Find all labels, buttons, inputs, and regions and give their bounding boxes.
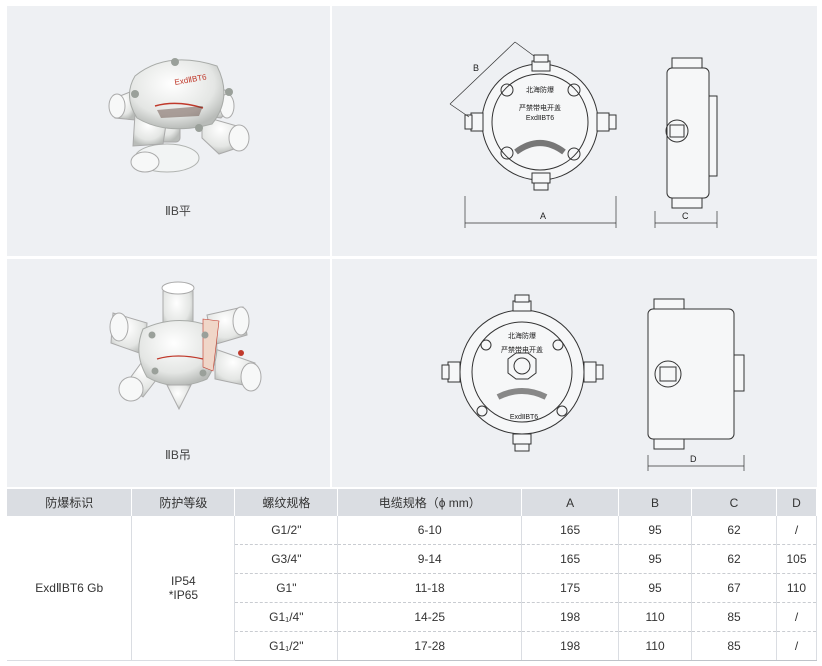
drawing-panel-hanging: 北海防爆 严禁带电开盖 ExdⅡBT6 D [332,259,817,487]
photo-panel-flat: ExdⅡBT6 ⅡB平 [7,6,330,256]
cable-cell: 11-18 [337,573,523,603]
thread-cell: G1/2" [234,516,339,545]
protection-level: IP54 [171,574,196,588]
product-label: ⅡB吊 [165,448,191,462]
thread-cell: G3/4" [234,544,339,574]
d-cell: / [776,516,818,545]
table-row: G1₁/2" 17-28 198 110 85 / [7,631,818,661]
header-thread: 螺纹规格 [234,489,339,516]
c-cell: 85 [691,602,777,632]
d-cell: / [776,602,818,632]
header-protection: 防护等级 [131,489,236,516]
drawing-label-top: 北海防爆 [508,331,536,340]
dimension-drawing-hanging: 北海防爆 严禁带电开盖 ExdⅡBT6 D [441,294,745,471]
a-cell: 198 [521,602,620,632]
header-cable: 电缆规格（ϕ mm） [337,489,523,516]
d-cell: / [776,631,818,661]
protection-level: *IP65 [168,588,199,602]
header-explosion-mark: 防爆标识 [7,489,133,516]
dim-b-label: B [473,63,479,73]
header-b: B [618,489,693,516]
thread-cell: G1₁/4" [234,602,339,632]
spec-table: 防爆标识 防护等级 螺纹规格 电缆规格（ϕ mm） A B C D ExdⅡBT… [7,489,818,661]
b-cell: 95 [618,516,693,545]
cable-cell: 6-10 [337,516,523,545]
drawing-label-middle: 严禁带电开盖 [501,345,543,354]
cable-cell: 9-14 [337,544,523,574]
junction-box-photo-hanging [109,281,262,411]
drawing-panel-flat: 北海防爆 严禁带电开盖 ExdⅡBT6 A B C [332,6,817,256]
header-c: C [691,489,777,516]
table-row: ExdⅡBT6 Gb IP54 *IP65 G1/2" 6-10 165 95 … [7,516,818,661]
drawing-label-middle: 严禁带电开盖 [519,103,561,112]
thread-cell: G1₁/2" [234,631,339,661]
protection-cell: IP54 *IP65 [131,516,236,661]
b-cell: 95 [618,573,693,603]
b-cell: 110 [618,602,693,632]
a-cell: 198 [521,631,620,661]
dim-c-label: C [682,211,689,221]
dim-a-label: A [540,211,546,221]
photo-panel-hanging: ⅡB吊 [7,259,330,487]
b-cell: 110 [618,631,693,661]
explosion-mark-cell: ExdⅡBT6 Gb [7,516,133,661]
drawing-label-mark: ExdⅡBT6 [510,414,538,421]
d-cell: 105 [776,544,818,574]
table-header-row: 防爆标识 防护等级 螺纹规格 电缆规格（ϕ mm） A B C D [7,489,818,516]
junction-box-photo-flat: ExdⅡBT6 [108,58,250,173]
thread-cell: G1" [234,573,339,603]
header-d: D [776,489,818,516]
cable-cell: 14-25 [337,602,523,632]
c-cell: 85 [691,631,777,661]
table-row: G3/4" 9-14 165 95 62 105 [7,544,818,574]
b-cell: 95 [618,544,693,574]
dimension-drawing-flat: 北海防爆 严禁带电开盖 ExdⅡBT6 A B C [449,41,718,228]
dim-d-label: D [690,454,697,464]
table-row: G1₁/4" 14-25 198 110 85 / [7,602,818,632]
table-row: G1" 11-18 175 95 67 110 [7,573,818,603]
cable-cell: 17-28 [337,631,523,661]
drawing-label-top: 北海防爆 [526,85,554,94]
product-label: ⅡB平 [165,204,191,218]
d-cell: 110 [776,573,818,603]
c-cell: 62 [691,516,777,545]
a-cell: 165 [521,544,620,574]
c-cell: 67 [691,573,777,603]
a-cell: 175 [521,573,620,603]
header-a: A [521,489,620,516]
a-cell: 165 [521,516,620,545]
drawing-label-mark: ExdⅡBT6 [526,115,554,122]
c-cell: 62 [691,544,777,574]
